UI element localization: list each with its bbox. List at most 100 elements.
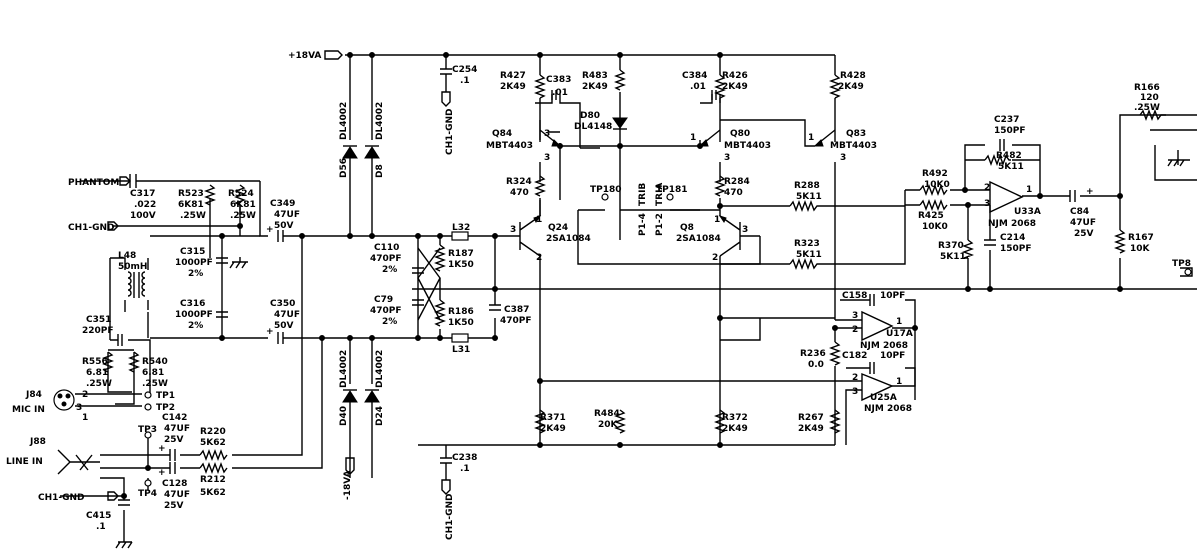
svg-text:MIC IN: MIC IN — [12, 405, 45, 415]
svg-text:C350: C350 — [270, 299, 295, 309]
svg-text:R524: R524 — [228, 189, 254, 199]
svg-text:DL4148: DL4148 — [574, 122, 612, 132]
svg-text:+: + — [158, 444, 166, 454]
resistor-r428 — [829, 74, 841, 99]
svg-text:R370: R370 — [938, 241, 964, 251]
svg-text:+: + — [1086, 187, 1094, 197]
svg-text:10K0: 10K0 — [922, 222, 948, 232]
ch1-gnd-label: CH1-GND — [68, 223, 115, 233]
svg-text:R323: R323 — [794, 239, 820, 249]
svg-text:NJM 2068: NJM 2068 — [860, 341, 908, 351]
svg-text:MBT4403: MBT4403 — [724, 141, 771, 151]
ch1-gnd-label-2: CH1-GND — [38, 493, 85, 503]
svg-text:C142: C142 — [162, 413, 187, 423]
svg-text:R482: R482 — [996, 151, 1022, 161]
resistor-r166 — [1139, 109, 1166, 121]
svg-text:C237: C237 — [994, 115, 1019, 125]
wires — [60, 54, 1197, 549]
cap-c128 — [169, 462, 176, 474]
resistor-r371 — [534, 409, 546, 434]
svg-text:R425: R425 — [918, 211, 944, 221]
svg-text:0.0: 0.0 — [808, 360, 824, 370]
resistor-r167 — [1114, 229, 1126, 254]
cap-c142 — [169, 449, 176, 461]
svg-text:5K11: 5K11 — [998, 162, 1024, 172]
svg-text:DL4002: DL4002 — [375, 102, 385, 140]
svg-text:D24: D24 — [375, 406, 385, 426]
diode-d40 — [342, 390, 358, 403]
svg-text:C79: C79 — [374, 295, 393, 305]
svg-text:3: 3 — [724, 153, 730, 163]
resistor-r484 — [614, 409, 626, 434]
svg-text:TP180: TP180 — [590, 185, 622, 195]
cap-c110 — [412, 267, 424, 274]
cap-c349 — [277, 230, 290, 242]
svg-text:150PF: 150PF — [1000, 244, 1032, 254]
resistor-r236 — [829, 341, 841, 366]
svg-text:3: 3 — [840, 153, 846, 163]
svg-text:DL4002: DL4002 — [339, 350, 349, 388]
svg-text:2: 2 — [536, 253, 542, 263]
svg-text:C415: C415 — [86, 511, 111, 521]
svg-text:L48: L48 — [118, 251, 136, 261]
svg-text:1: 1 — [808, 133, 814, 143]
svg-text:6.81: 6.81 — [142, 368, 164, 378]
resistor-r492 — [919, 184, 948, 196]
svg-text:5K11: 5K11 — [796, 192, 822, 202]
svg-text:2%: 2% — [188, 321, 203, 331]
svg-text:C387: C387 — [504, 305, 529, 315]
labels: +18VA -18VA PHANTOM CH1-GND CH1-GND CH1-… — [6, 51, 1191, 540]
svg-text:J88: J88 — [29, 437, 46, 447]
svg-text:.25W: .25W — [1134, 103, 1160, 113]
svg-text:10PF: 10PF — [880, 351, 905, 361]
svg-text:47UF: 47UF — [1070, 218, 1096, 228]
svg-text:CH1-GND: CH1-GND — [445, 108, 455, 155]
cap-c415 — [118, 499, 130, 506]
svg-text:C110: C110 — [374, 243, 399, 253]
svg-text:470: 470 — [510, 188, 529, 198]
svg-text:25V: 25V — [164, 501, 184, 511]
svg-text:2K49: 2K49 — [582, 82, 608, 92]
cap-c384 — [711, 90, 717, 100]
svg-text:.1: .1 — [460, 76, 470, 86]
svg-text:10PF: 10PF — [880, 291, 905, 301]
svg-text:470PF: 470PF — [370, 306, 402, 316]
svg-text:.25W: .25W — [142, 379, 168, 389]
inductor-l48 — [127, 271, 146, 298]
svg-text:5K11: 5K11 — [940, 252, 966, 262]
diode-d80 — [612, 117, 628, 129]
svg-text:25V: 25V — [164, 435, 184, 445]
resistor-r324 — [534, 175, 546, 197]
svg-text:470: 470 — [724, 188, 743, 198]
svg-text:R484: R484 — [594, 409, 620, 419]
svg-text:NJM 2068: NJM 2068 — [988, 219, 1036, 229]
svg-text:C214: C214 — [1000, 233, 1025, 243]
cap-c158 — [869, 294, 875, 306]
svg-text:3: 3 — [510, 225, 516, 235]
svg-text:C383: C383 — [546, 75, 571, 85]
svg-text:1000PF: 1000PF — [175, 258, 213, 268]
svg-text:1: 1 — [536, 215, 542, 225]
svg-text:C254: C254 — [452, 65, 477, 75]
svg-text:5K62: 5K62 — [200, 438, 226, 448]
svg-text:P1-4: P1-4 — [638, 213, 648, 236]
svg-text:50V: 50V — [274, 221, 294, 231]
svg-text:.1: .1 — [96, 522, 106, 532]
svg-text:150PF: 150PF — [994, 126, 1026, 136]
svg-text:5K62: 5K62 — [200, 488, 226, 498]
svg-text:+: + — [158, 468, 166, 478]
svg-text:470PF: 470PF — [370, 254, 402, 264]
svg-text:R167: R167 — [1128, 233, 1154, 243]
svg-text:R212: R212 — [200, 475, 226, 485]
neg-rail-label: -18VA — [343, 470, 353, 500]
resistor-r267 — [829, 409, 841, 434]
cap-c84 — [1069, 190, 1076, 202]
svg-text:.01: .01 — [690, 82, 706, 92]
svg-text:R166: R166 — [1134, 83, 1160, 93]
junctions — [121, 52, 1123, 499]
cap-c351 — [117, 334, 123, 346]
cap-c79 — [412, 299, 424, 306]
resistor-r187 — [434, 244, 446, 272]
svg-text:R556: R556 — [82, 357, 108, 367]
svg-text:1K50: 1K50 — [448, 260, 474, 270]
